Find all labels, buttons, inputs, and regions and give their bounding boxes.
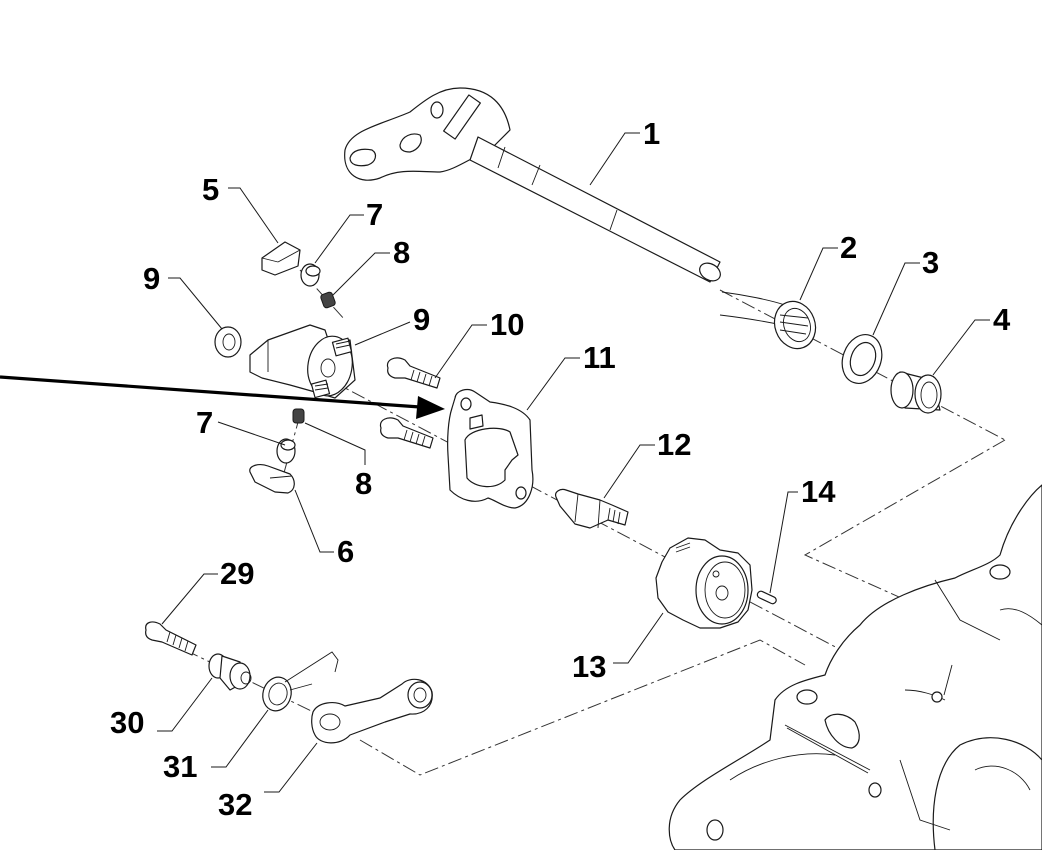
leader-8b: [304, 422, 366, 465]
callout-31: 31: [163, 749, 197, 784]
cam-teeth-upper: [331, 337, 353, 357]
callout-14: 14: [801, 474, 836, 509]
callout-11: 11: [583, 340, 616, 375]
leader-10: [434, 324, 487, 379]
leader-32: [264, 742, 318, 793]
return-spring[interactable]: [259, 651, 339, 714]
index-lever[interactable]: [311, 678, 433, 744]
leader-8a: [332, 252, 390, 296]
leader-2: [799, 247, 838, 301]
callout-12: 12: [657, 427, 691, 462]
leader-9a: [168, 277, 223, 330]
lower-pad[interactable]: [249, 464, 295, 494]
callout-13: 13: [572, 649, 606, 684]
leader-12: [603, 444, 655, 499]
leader-lines: [157, 132, 990, 793]
indicator-arrow-shaft: [0, 375, 421, 409]
callout-5: 5: [202, 172, 219, 207]
leader-5: [228, 187, 279, 244]
callout-7-lower: 7: [196, 405, 213, 440]
callout-32: 32: [218, 787, 252, 822]
callout-2: 2: [840, 230, 857, 265]
retaining-plate[interactable]: [447, 388, 534, 509]
cap-screw-lower[interactable]: [379, 417, 434, 449]
callout-29: 29: [220, 556, 254, 591]
lower-spring[interactable]: [292, 408, 305, 424]
leader-14: [769, 491, 798, 594]
dowel-pin[interactable]: [756, 590, 777, 605]
shaft-with-lever[interactable]: [344, 87, 724, 284]
leader-13: [613, 612, 664, 664]
upper-spring[interactable]: [320, 291, 336, 309]
callout-8-lower: 8: [355, 466, 372, 501]
callout-8-upper: 8: [393, 235, 410, 270]
leader-1: [589, 132, 640, 186]
washer[interactable]: [836, 329, 889, 389]
cam-teeth-lower: [310, 379, 331, 399]
callout-labels: 1 2 3 4 5 6 7 7 8 8 9 9 10 11 12 13 14 2…: [110, 116, 1011, 822]
leader-11: [526, 357, 580, 411]
leader-31: [211, 709, 269, 768]
lever-axis: [359, 639, 806, 776]
leader-4: [932, 319, 990, 376]
upper-pin[interactable]: [300, 263, 321, 287]
transmission-housing: [668, 484, 1042, 850]
indicator-arrow: [0, 375, 445, 419]
leader-7a: [314, 214, 364, 264]
lower-pin[interactable]: [276, 438, 296, 464]
callout-1: 1: [643, 116, 660, 151]
pad[interactable]: [261, 241, 301, 276]
leader-29: [161, 573, 218, 625]
spacer[interactable]: [208, 653, 252, 691]
leader-6: [294, 489, 334, 553]
leader-9b: [354, 321, 411, 346]
leader-3: [872, 262, 920, 336]
callout-30: 30: [110, 705, 144, 740]
leader-30: [157, 677, 213, 732]
leader-7b: [217, 421, 286, 446]
callout-7-upper: 7: [366, 197, 383, 232]
star-drum[interactable]: [655, 537, 753, 629]
callout-3: 3: [922, 245, 939, 280]
indicator-arrow-head: [416, 396, 445, 419]
callout-6: 6: [337, 534, 354, 569]
cap-screw-upper[interactable]: [386, 357, 441, 389]
callout-4: 4: [993, 302, 1011, 337]
callout-9-left: 9: [143, 261, 160, 296]
bushing[interactable]: [890, 371, 942, 414]
stud-bolt[interactable]: [555, 488, 629, 529]
torsion-spring[interactable]: [719, 291, 822, 354]
callout-10: 10: [490, 307, 524, 342]
selector-cam[interactable]: [249, 324, 357, 399]
grommet[interactable]: [214, 326, 242, 358]
pivot-screw[interactable]: [145, 621, 197, 656]
callout-9-right: 9: [413, 302, 430, 337]
